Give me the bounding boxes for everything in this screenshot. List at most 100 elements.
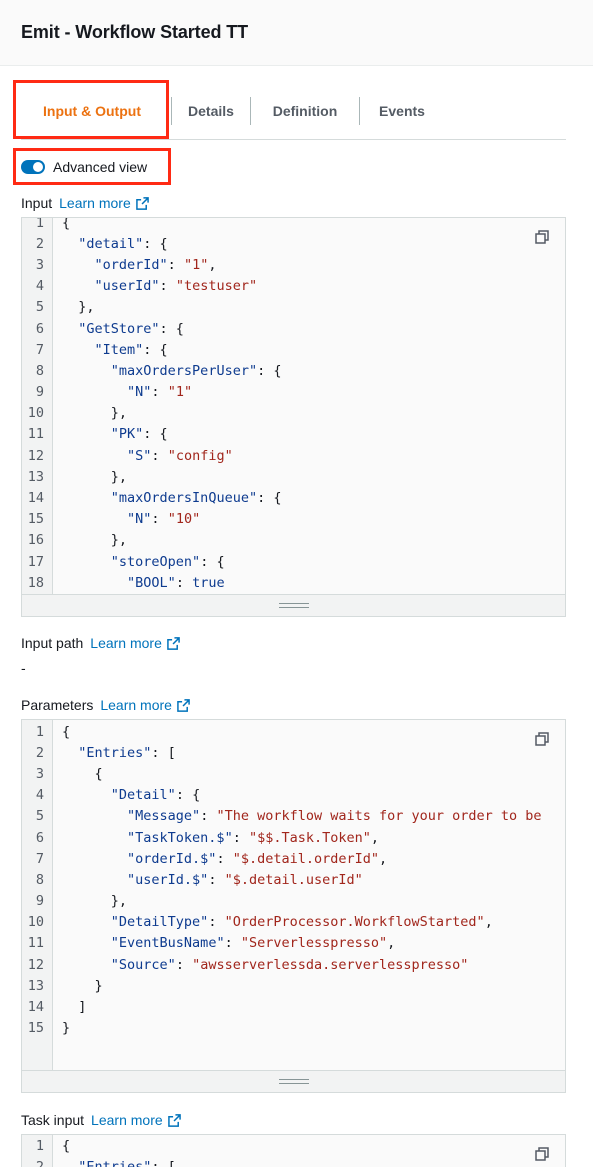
code-line: 17 "storeOpen": { — [22, 551, 565, 572]
line-number: 2 — [35, 235, 44, 252]
line-number: 4 — [35, 787, 44, 804]
code-text: "EventBusName": "Serverlesspresso", — [110, 935, 396, 952]
code-text: "userId": "testuser" — [94, 278, 258, 295]
line-number: 14 — [27, 490, 44, 507]
task-input-learn-more-link[interactable]: Learn more — [91, 1112, 181, 1128]
code-text: { — [62, 765, 103, 782]
code-line: 9 }, — [22, 891, 565, 912]
code-line: 7 "orderId.$": "$.detail.orderId", — [22, 848, 565, 869]
tab-input-output[interactable]: Input & Output — [43, 102, 141, 119]
code-line: 14 ] — [22, 996, 565, 1017]
code-text: "Source": "awsserverlessda.serverlesspre… — [110, 956, 469, 973]
external-link-icon — [135, 196, 149, 210]
tab-events[interactable]: Events — [379, 102, 425, 119]
code-text: }, — [62, 468, 128, 485]
line-number: 9 — [35, 384, 44, 401]
code-line: 18 "BOOL": true — [22, 572, 565, 593]
parameters-label-row: Parameters Learn more — [21, 697, 190, 713]
task-input-label: Task input — [21, 1112, 85, 1128]
code-text: "Message": "The workflow waits for your … — [127, 808, 542, 825]
copy-icon[interactable] — [535, 1147, 549, 1161]
line-number: 1 — [35, 723, 44, 740]
task-input-label-row: Task input Learn more — [21, 1112, 181, 1128]
code-line: 5 "Message": "The workflow waits for you… — [22, 806, 565, 827]
code-text: "detail": { — [78, 235, 168, 252]
advanced-view-row: Advanced view — [21, 155, 147, 179]
input-learn-more-link[interactable]: Learn more — [59, 195, 149, 211]
task-input-code-editor[interactable]: 1{2 "Entries": [ — [21, 1134, 566, 1167]
code-line: 2 "Entries": [ — [22, 1156, 565, 1167]
code-text: }, — [62, 299, 95, 316]
code-line: 3 "orderId": "1", — [22, 254, 565, 275]
line-number: 18 — [27, 574, 44, 591]
code-text: }, — [62, 893, 128, 910]
copy-icon[interactable] — [535, 230, 549, 244]
input-path-label: Input path — [21, 635, 84, 651]
tab-definition[interactable]: Definition — [272, 102, 338, 119]
code-text: ] — [62, 999, 87, 1016]
line-number: 2 — [35, 744, 44, 761]
code-line: 8 "userId.$": "$.detail.userId" — [22, 869, 565, 890]
code-line: 8 "maxOrdersPerUser": { — [22, 360, 565, 381]
code-text: "userId.$": "$.detail.userId" — [127, 871, 363, 888]
input-editor-resize-handle[interactable] — [22, 594, 565, 616]
code-line: 14 "maxOrdersInQueue": { — [22, 487, 565, 508]
code-line: 5 }, — [22, 297, 565, 318]
line-number: 11 — [27, 426, 44, 443]
input-path-value: - — [21, 660, 26, 676]
input-path-learn-more-link[interactable]: Learn more — [90, 635, 180, 651]
parameters-editor-resize-handle[interactable] — [22, 1070, 565, 1092]
input-code-lines: 1{2 "detail": {3 "orderId": "1",4 "userI… — [22, 217, 565, 615]
code-text: "Detail": { — [110, 787, 201, 804]
code-line: 4 "Detail": { — [22, 785, 565, 806]
code-line: 12 "S": "config" — [22, 445, 565, 466]
code-text: "Entries": [ — [78, 1158, 176, 1167]
line-number: 10 — [27, 914, 44, 931]
code-text: "N": "1" — [127, 384, 193, 401]
advanced-view-toggle[interactable] — [21, 160, 45, 174]
code-line: 2 "Entries": [ — [22, 742, 565, 763]
code-text: }, — [62, 405, 128, 422]
code-line: 16 }, — [22, 530, 565, 551]
line-number: 7 — [35, 341, 44, 358]
code-text: "TaskToken.$": "$$.Task.Token", — [127, 829, 380, 846]
code-text: "Entries": [ — [78, 744, 176, 761]
parameters-learn-more-link[interactable]: Learn more — [100, 697, 190, 713]
code-text: "N": "10" — [127, 511, 201, 528]
line-number: 1 — [35, 217, 44, 231]
code-text: } — [62, 977, 103, 994]
code-text: "maxOrdersInQueue": { — [110, 490, 282, 507]
highlight-box-tab — [13, 80, 169, 139]
code-text: { — [62, 723, 71, 740]
input-label-row: Input Learn more — [21, 195, 149, 211]
code-line: 15 "N": "10" — [22, 509, 565, 530]
code-text: { — [62, 1137, 71, 1154]
tab-separator — [171, 97, 172, 125]
tab-bar: Input & Output Details Definition Events — [21, 82, 566, 140]
input-code-editor[interactable]: 1{2 "detail": {3 "orderId": "1",4 "userI… — [21, 217, 566, 617]
line-number: 3 — [35, 765, 44, 782]
code-line: 4 "userId": "testuser" — [22, 276, 565, 297]
code-text: "maxOrdersPerUser": { — [110, 362, 282, 379]
code-line: 1{ — [22, 721, 565, 742]
code-line: 6 "GetStore": { — [22, 318, 565, 339]
code-line: 7 "Item": { — [22, 339, 565, 360]
line-number: 11 — [27, 935, 44, 952]
code-line: 11 "PK": { — [22, 424, 565, 445]
tab-details[interactable]: Details — [188, 102, 234, 119]
line-number: 9 — [35, 893, 44, 910]
line-number: 10 — [27, 405, 44, 422]
line-number: 17 — [27, 553, 44, 570]
line-number: 8 — [35, 871, 44, 888]
advanced-view-label: Advanced view — [53, 159, 148, 175]
panel-title: Emit - Workflow Started TT — [21, 22, 249, 42]
line-number: 6 — [35, 320, 44, 337]
parameters-code-editor[interactable]: 1{2 "Entries": [3 {4 "Detail": {5 "Messa… — [21, 719, 566, 1093]
external-link-icon — [167, 636, 180, 650]
code-text: "BOOL": true — [127, 574, 225, 591]
line-number: 15 — [27, 511, 44, 528]
parameters-label: Parameters — [21, 697, 94, 713]
code-line: 12 "Source": "awsserverlessda.serverless… — [22, 954, 565, 975]
line-number: 5 — [35, 808, 44, 825]
copy-icon[interactable] — [535, 732, 549, 746]
